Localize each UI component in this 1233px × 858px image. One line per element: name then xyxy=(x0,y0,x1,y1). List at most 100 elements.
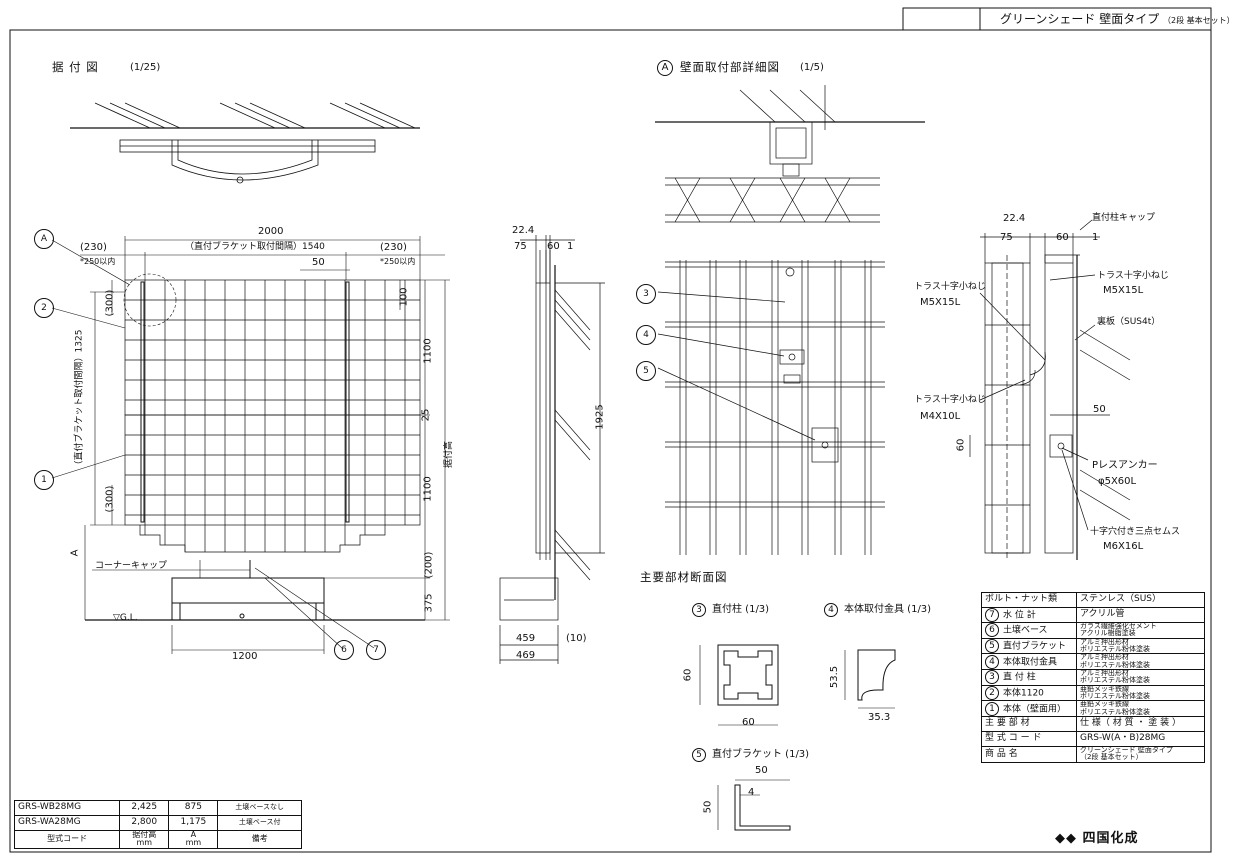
spec-part-label: 主 要 部 材 xyxy=(985,718,1030,729)
header-title: グリーンシェード 壁面タイプ （2段 基本セット） xyxy=(1000,12,1233,26)
sec3-label: 直付柱 (1/3) xyxy=(712,604,770,615)
dim-230-left: (230) xyxy=(80,242,107,253)
spec-row: ボルト・ナット類 ステンレス（SUS） xyxy=(981,592,1205,608)
dim-2000: 2000 xyxy=(258,226,284,237)
spec-value: 亜鉛メッキ鉄線ポリエステル粉体塗装 xyxy=(1076,684,1205,702)
side-dim-22-4: 22.4 xyxy=(512,225,535,236)
spec-row: 主 要 部 材仕 様（ 材 質 ・ 塗 装 ） xyxy=(981,716,1205,733)
section-3 xyxy=(699,644,779,726)
detA-dim-60: 60 xyxy=(1056,232,1069,243)
detail-A-top xyxy=(655,85,925,223)
model-cell: GRS-WB28MG xyxy=(13,800,121,816)
corner-cap-label: コーナーキャップ xyxy=(95,561,168,571)
detA-screw1-b: M5X15L xyxy=(1103,285,1144,296)
dim-1325: （直付ブラケット取付間隔）1325 xyxy=(74,329,85,470)
dim-100: 100 xyxy=(398,287,410,307)
note-250-right: *250以内 xyxy=(380,257,416,266)
spec-value: ガラス繊維強化セメントアクリル樹脂塗装 xyxy=(1076,622,1205,639)
section-4 xyxy=(844,649,896,709)
detA-screw3-b: M4X10L xyxy=(920,411,961,422)
model-cell: 土壌ベース付 xyxy=(217,815,302,831)
side-dim-1: 1 xyxy=(567,241,574,252)
detail-A-title: 壁面取付部詳細図 xyxy=(680,60,780,74)
detail-A-circle: A xyxy=(657,60,673,76)
spec-part: ボルト・ナット類 xyxy=(981,592,1077,608)
spec-num: 6 xyxy=(985,623,999,638)
dim-300-a: (300) xyxy=(104,289,116,317)
dim-25: 25 xyxy=(420,408,432,422)
side-dim-1925: 1925 xyxy=(594,404,606,430)
callout-1: 1 xyxy=(34,470,54,490)
dim-1100-b: 1100 xyxy=(422,476,434,502)
spec-num: 3 xyxy=(985,670,999,685)
detA-screw2-b: M5X15L xyxy=(920,297,961,308)
detA-sems-b: M6X16L xyxy=(1103,541,1144,552)
model-cell: 2,800 xyxy=(119,815,170,831)
spec-value: アルミ押出形材ポリエステル粉体塗装 xyxy=(1076,637,1205,655)
callout-3: 3 xyxy=(636,284,656,304)
spec-part-label: 直付ブラケット xyxy=(1003,641,1067,652)
spec-num: 5 xyxy=(985,639,999,654)
spec-value: GRS-W(A・B)28MG xyxy=(1076,731,1205,748)
sec3-num: 3 xyxy=(692,603,706,617)
drawing-frame xyxy=(9,29,1212,853)
dim-total-height: 据付高 xyxy=(444,440,455,469)
spec-part: 商 品 名 xyxy=(981,746,1077,763)
title-box xyxy=(902,7,1212,31)
model-head-cell: 型式コード xyxy=(13,830,121,849)
spec-part: 主 要 部 材 xyxy=(981,716,1077,733)
detA-screw1-a: トラス十字小ねじ xyxy=(1097,271,1169,281)
callout-6: 6 xyxy=(334,640,354,660)
spec-num: 7 xyxy=(985,608,999,622)
detA-dim-60b: 60 xyxy=(955,438,967,452)
callout-5: 5 xyxy=(636,361,656,381)
callout-A: A xyxy=(34,229,54,249)
ground-level: ▽G.L. xyxy=(113,613,138,623)
spec-num: 2 xyxy=(985,686,999,701)
spec-value: アルミ押出形材ポリエステル粉体塗装 xyxy=(1076,669,1205,686)
spec-part-label: 商 品 名 xyxy=(985,748,1018,759)
sections-title: 主要部材断面図 xyxy=(640,570,728,584)
spec-value: ステンレス（SUS） xyxy=(1076,592,1205,608)
install-view-title: 据 付 図 xyxy=(52,60,99,74)
model-cell: 2,425 xyxy=(119,800,170,816)
spec-num: 4 xyxy=(985,654,999,669)
detA-anchor-a: Pレスアンカー xyxy=(1092,460,1158,471)
callout-leaders xyxy=(51,239,375,649)
dim-1540: （直付ブラケット取付間隔）1540 xyxy=(185,242,325,252)
detA-screw3-a: トラス十字小ねじ xyxy=(914,395,986,405)
spec-part-label: 直 付 柱 xyxy=(1003,672,1036,683)
sec5-num: 5 xyxy=(692,748,706,762)
dim-50: 50 xyxy=(312,257,325,268)
callout-2: 2 xyxy=(34,298,54,318)
spec-part-label: ボルト・ナット類 xyxy=(985,594,1058,605)
sec5-label: 直付ブラケット (1/3) xyxy=(712,749,810,760)
callout-7: 7 xyxy=(366,640,386,660)
sec5-w: 50 xyxy=(755,765,768,776)
model-cell: 1,175 xyxy=(168,815,219,831)
side-dim-75: 75 xyxy=(514,241,527,252)
spec-part-label: 本体（壁面用） xyxy=(1003,704,1067,715)
detA-dim-75: 75 xyxy=(1000,232,1013,243)
note-250-left: *250以内 xyxy=(80,257,116,266)
section-5 xyxy=(717,779,791,831)
sec4-num: 4 xyxy=(824,603,838,617)
dim-300-b: (300) xyxy=(104,485,116,513)
callout-4: 4 xyxy=(636,325,656,345)
dim-1200: 1200 xyxy=(232,651,258,662)
spec-part: 型 式 コ ー ド xyxy=(981,731,1077,748)
sec5-t: 4 xyxy=(748,787,755,798)
front-elevation xyxy=(124,279,421,553)
spec-value: グリーンシェード 壁面タイプ（2段 基本セット） xyxy=(1076,746,1205,763)
